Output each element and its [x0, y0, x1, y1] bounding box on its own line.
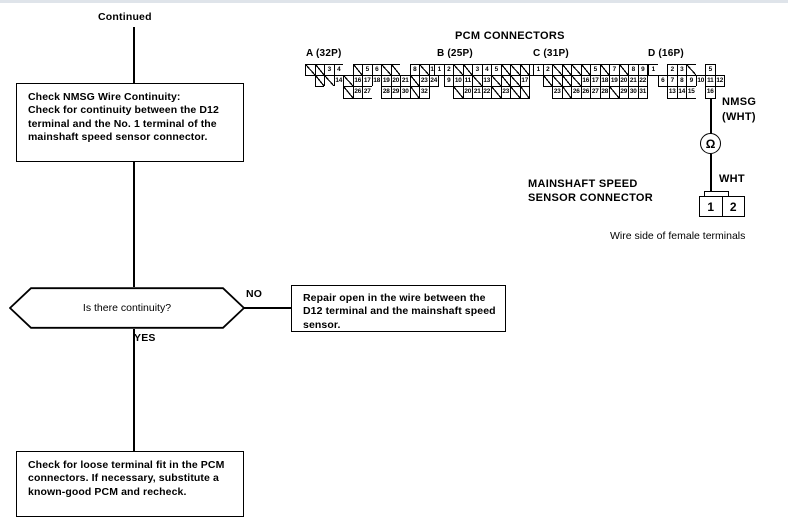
final-box-text: Check for loose terminal fit in the PCM … [28, 459, 225, 498]
pin-cell-empty [324, 86, 335, 99]
step-box-body: Check for continuity between the D12 ter… [28, 104, 219, 144]
pin-cell-empty [695, 64, 706, 77]
connector-b-label: B (25P) [437, 48, 473, 59]
connector-latch-tab [704, 191, 729, 197]
connector-d-label: D (16P) [648, 48, 684, 59]
ohmmeter-icon: Ω [700, 133, 721, 154]
pin-cell-12: 12 [714, 75, 725, 88]
final-box-loose-terminal: Check for loose terminal fit in the PCM … [16, 451, 244, 517]
flow-connector-step-to-decision [133, 162, 135, 287]
no-branch-box-repair-open: Repair open in the wire between the D12 … [291, 285, 506, 332]
wire-side-footnote: Wire side of female terminals [610, 230, 746, 242]
pin-cell-16: 16 [705, 86, 716, 99]
flow-connector-top [133, 27, 135, 83]
sensor-pin-1: 1 [707, 199, 715, 214]
nmsg-wire-upper [710, 99, 712, 136]
pcm-connectors-title: PCM CONNECTORS [455, 30, 565, 42]
pin-cell-empty [333, 86, 344, 99]
wht-wire-label: WHT [719, 173, 745, 185]
nmsg-color-label: (WHT) [722, 111, 756, 123]
nmsg-label: NMSG [722, 96, 757, 108]
nmsg-wire-lower [710, 154, 712, 195]
flow-connector-yes-branch [133, 329, 135, 452]
mainshaft-sensor-label-line1: MAINSHAFT SPEED [528, 178, 638, 190]
top-scan-band [0, 0, 788, 3]
pin-cell-31: 31 [637, 86, 648, 99]
mainshaft-sensor-2pin-connector: 1 2 [699, 196, 745, 217]
pin-cell-empty [371, 86, 382, 99]
pin-cell-empty [343, 64, 354, 77]
pin-cell-empty [695, 86, 706, 99]
connector-a-label: A (32P) [306, 48, 342, 59]
decision-is-there-continuity: Is there continuity? [9, 287, 245, 329]
step-box-heading: Check NMSG Wire Continuity: [28, 91, 181, 103]
decision-label: Is there continuity? [82, 302, 172, 314]
pin-cell-32: 32 [419, 86, 430, 99]
decision-yes-label: YES [134, 332, 156, 344]
sensor-pin-2: 2 [721, 197, 745, 216]
continued-label: Continued [98, 11, 152, 23]
step-box-check-nmsg: Check NMSG Wire Continuity: Check for co… [16, 83, 244, 162]
decision-no-label: NO [246, 288, 263, 300]
pin-cell-unused [519, 86, 530, 99]
no-branch-box-text: Repair open in the wire between the D12 … [303, 292, 496, 331]
pin-cell-empty [657, 64, 668, 77]
pin-cell-empty [400, 64, 411, 77]
connector-c-label: C (31P) [533, 48, 569, 59]
flow-connector-no-branch [244, 307, 292, 309]
pin-cell-24: 24 [428, 75, 439, 88]
mainshaft-sensor-label-line2: SENSOR CONNECTOR [528, 192, 653, 204]
